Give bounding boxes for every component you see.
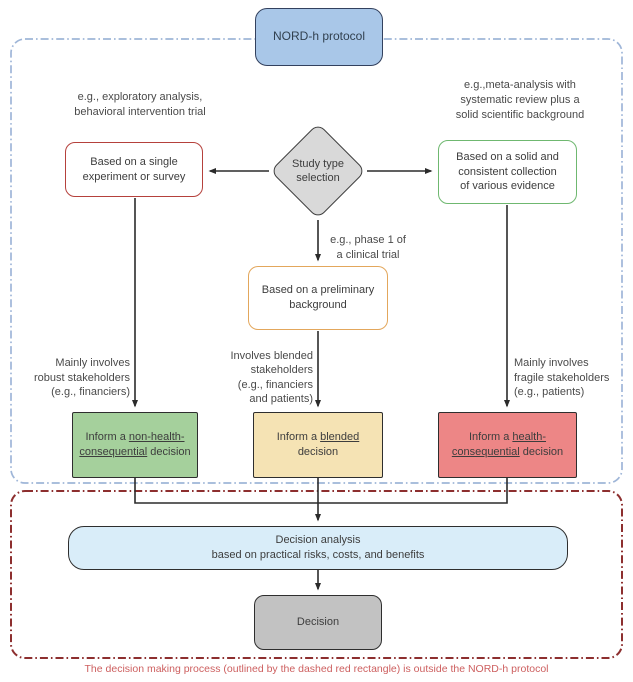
diamond-label: Study type selection: [292, 157, 344, 184]
footer-caption: The decision making process (outlined by…: [84, 663, 549, 675]
inform-non-health-label: Inform a non-health-consequential decisi…: [79, 431, 191, 458]
node-single-experiment: Based on a single experiment or survey: [65, 142, 203, 197]
node-decision-analysis: Decision analysis based on practical ris…: [68, 526, 568, 570]
inform-blended-label: Inform a blended decision: [276, 431, 360, 458]
node-decision: Decision: [254, 595, 382, 650]
annotation-meta-analysis: e.g.,meta-analysis with systematic revie…: [455, 79, 585, 121]
connector-merge-bar: [134, 478, 508, 504]
annotation-robust-stakeholders: Mainly involves robust stakeholders (e.g…: [34, 357, 130, 399]
node-inform-non-health: Inform a non-health-consequential decisi…: [72, 412, 198, 478]
node-inform-health: Inform a health-consequential decision: [438, 412, 577, 478]
study-type-selection-diamond: Study type selection: [269, 122, 367, 220]
annotation-blended-stakeholders: Involves blended stakeholders (e.g., fin…: [230, 350, 313, 405]
annotation-phase1: e.g., phase 1 of a clinical trial: [330, 234, 406, 261]
node-inform-blended: Inform a blended decision: [253, 412, 383, 478]
node-solid-evidence: Based on a solid and consistent collecti…: [438, 140, 577, 204]
annotation-fragile-stakeholders: Mainly involves fragile stakeholders (e.…: [514, 357, 610, 399]
node-preliminary-background: Based on a preliminary background: [248, 266, 388, 330]
annotation-exploratory: e.g., exploratory analysis, behavioral i…: [74, 91, 206, 118]
nordh-protocol-node: NORD-h protocol: [255, 8, 383, 66]
inform-health-label: Inform a health-consequential decision: [451, 431, 564, 458]
